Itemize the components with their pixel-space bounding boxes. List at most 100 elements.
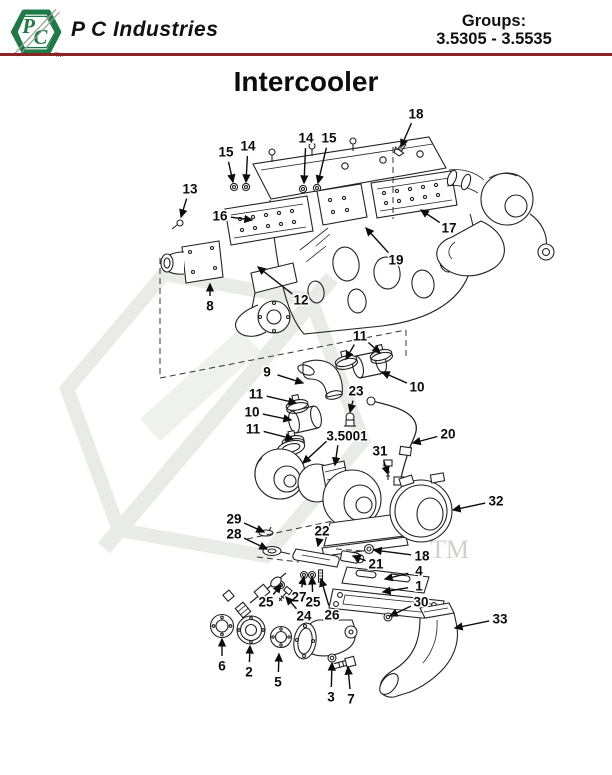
callout-26: 26 (319, 577, 341, 624)
callout-18: 18 (372, 546, 431, 565)
svg-text:10: 10 (244, 405, 259, 420)
groups-label: Groups: (461, 12, 527, 30)
nut-30 (383, 612, 393, 622)
callout-15: 15 (315, 129, 338, 185)
svg-text:10: 10 (409, 380, 424, 395)
callout-28: 28 (225, 525, 269, 550)
hose-elbow-9 (297, 359, 343, 400)
header-rule (0, 53, 612, 56)
svg-text:27: 27 (291, 590, 306, 605)
callouts: 18 14 15 15 14 13 16 17 19 8 1 2 11 9 10 11 10 11 23 3.5001… (179, 105, 509, 708)
intercooler-core-mid (316, 183, 368, 226)
callout-10: 10 (380, 371, 426, 396)
svg-text:25: 25 (258, 595, 274, 610)
svg-text:14: 14 (298, 131, 314, 146)
dashed-outline (159, 147, 407, 563)
callout-22: 22 (313, 522, 331, 548)
svg-text:22: 22 (314, 524, 329, 539)
svg-text:21: 21 (368, 557, 384, 572)
water-elbow-8 (160, 240, 224, 284)
svg-text:24: 24 (296, 609, 312, 624)
callout-6: 6 (217, 637, 228, 675)
callout-10: 10 (243, 403, 293, 423)
turbo-main (297, 460, 409, 557)
callout-4: 4 (383, 562, 425, 582)
turbocharger-top (446, 169, 534, 226)
bolt-24 (278, 585, 293, 602)
bracket-22 (292, 548, 340, 568)
svg-text:19: 19 (388, 253, 403, 268)
svg-text:3.5001: 3.5001 (326, 429, 368, 444)
callout-7: 7 (344, 665, 356, 708)
svg-text:31: 31 (372, 444, 388, 459)
fitting-23 (344, 412, 356, 427)
callout-32: 32 (451, 492, 505, 513)
bolt-13 (171, 219, 184, 230)
callout-14: 14 (239, 137, 257, 184)
engine-artwork (160, 136, 555, 698)
svg-text:11: 11 (246, 422, 261, 437)
callout-18: 18 (400, 105, 425, 149)
pc-industries-logo: P C TM (11, 9, 63, 58)
svg-text:28: 28 (226, 527, 242, 542)
svg-text:11: 11 (353, 329, 368, 344)
gasket-6 (209, 613, 235, 639)
callout-9: 9 (262, 363, 305, 385)
callout-16: 16 (211, 207, 254, 225)
fuel-line-assembly (222, 572, 287, 619)
exhaust-elbow-top (436, 213, 555, 277)
callout-11: 11 (244, 420, 295, 442)
svg-text:17: 17 (441, 221, 456, 236)
svg-text:7: 7 (347, 692, 355, 707)
svg-text:20: 20 (440, 427, 455, 442)
cover-bolts (268, 137, 424, 170)
svg-text:15: 15 (218, 145, 234, 160)
callout-13: 13 (179, 180, 199, 219)
logo-letter-p: P (21, 15, 35, 38)
flange-28 (262, 545, 291, 557)
groups-range: 3.5305 - 3.5535 (436, 30, 552, 48)
oil-line-20 (366, 396, 417, 486)
watermark-tm: TM (430, 535, 469, 564)
svg-text:33: 33 (492, 612, 508, 627)
svg-text:2: 2 (245, 665, 253, 680)
air-inlet-housing-32 (389, 472, 453, 543)
svg-text:25: 25 (305, 595, 321, 610)
svg-text:18: 18 (414, 549, 430, 564)
bolt-31 (383, 459, 393, 480)
callout-20: 20 (411, 425, 457, 446)
bolt-7 (333, 655, 357, 670)
callout-25: 25 (257, 583, 282, 611)
adapter-2 (236, 615, 266, 645)
callout-19: 19 (365, 226, 405, 269)
callout-11: 11 (345, 327, 382, 361)
callout-33: 33 (453, 610, 509, 631)
svg-text:18: 18 (408, 107, 424, 122)
svg-text:15: 15 (321, 131, 337, 146)
callout-2: 2 (244, 644, 254, 681)
callout-25: 25 (304, 575, 322, 611)
svg-text:14: 14 (240, 139, 256, 154)
callout-5: 5 (273, 652, 284, 691)
callout-3.5001: 3.5001 (301, 427, 370, 467)
page-title: Intercooler (233, 66, 379, 97)
callout-3: 3 (326, 661, 337, 706)
svg-text:4: 4 (415, 564, 423, 579)
clamp-29 (258, 526, 274, 537)
callout-15: 15 (217, 143, 235, 184)
svg-text:26: 26 (324, 608, 340, 623)
nut-18-lower (363, 543, 375, 555)
svg-text:23: 23 (348, 384, 364, 399)
svg-text:1: 1 (415, 579, 423, 594)
page-header: P C TM P C Industries Groups: 3.5305 - 3… (0, 0, 612, 58)
intercooler-core-left-16 (224, 195, 314, 246)
svg-text:16: 16 (212, 209, 228, 224)
callout-8: 8 (205, 282, 216, 315)
svg-text:6: 6 (218, 659, 226, 674)
callout-1: 1 (381, 577, 425, 595)
svg-text:11: 11 (249, 387, 264, 402)
nut-3 (327, 653, 337, 663)
gasket-5 (269, 625, 293, 649)
